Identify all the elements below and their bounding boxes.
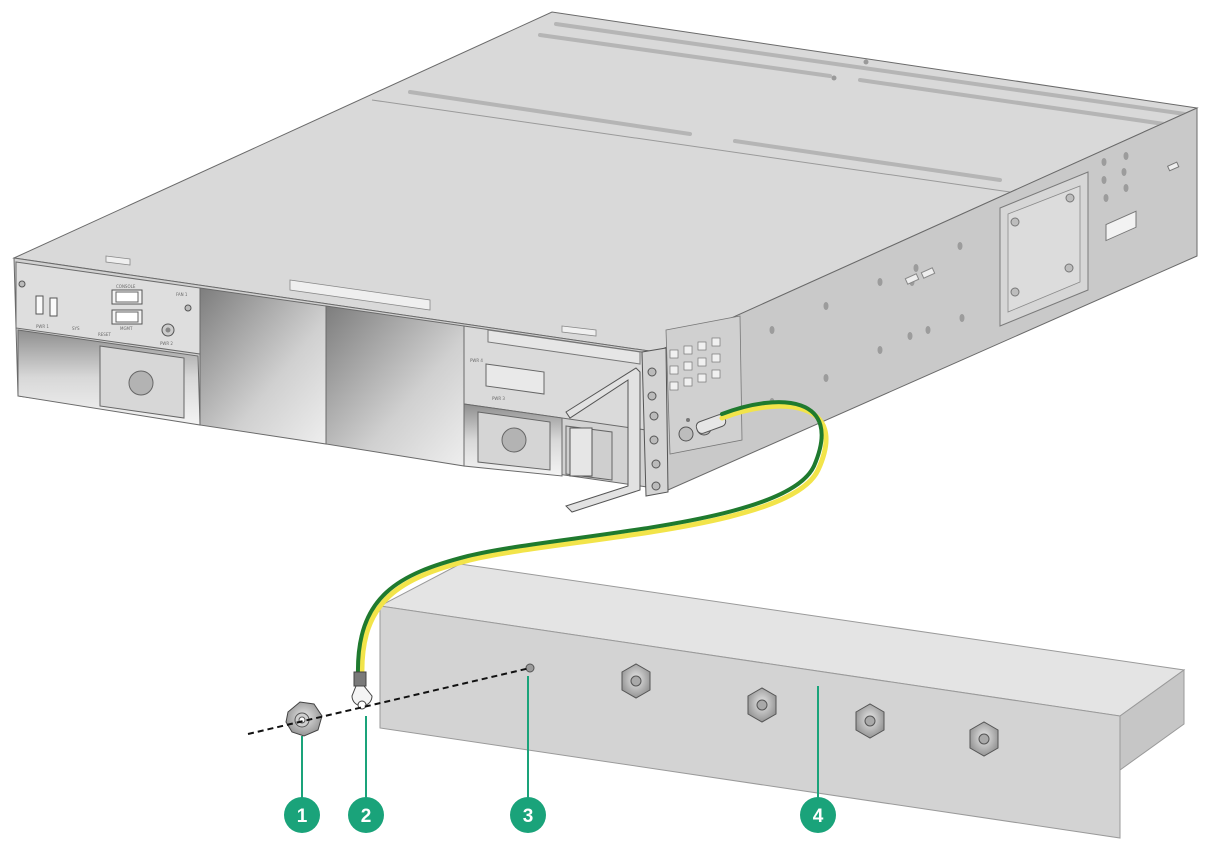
pwr-slot-4-label: PWR 4 xyxy=(470,358,483,363)
callout-1-number: 1 xyxy=(297,806,308,827)
mgmt-port-label: MGMT xyxy=(120,326,133,331)
callout-2: 2 xyxy=(348,797,384,833)
strip-bolt xyxy=(855,703,885,739)
strip-bolt xyxy=(747,687,777,723)
fan-slot-label: FAN 1 xyxy=(176,292,188,297)
console-port-label: CONSOLE xyxy=(116,284,136,289)
reset-label: RESET xyxy=(98,332,111,337)
switch-chassis: CONSOLE MGMT SYS RESET PWR 2 PWR 1 FAN 1… xyxy=(12,11,1199,513)
strip-end-face xyxy=(1119,669,1185,771)
grounding-strip xyxy=(378,563,1186,839)
sys-led-label: SYS xyxy=(72,326,80,331)
empty-slot-2 xyxy=(199,287,327,445)
pwr-slot-3-label: PWR 3 xyxy=(492,396,505,401)
hex-nut xyxy=(285,701,323,737)
chassis-handle xyxy=(565,367,641,513)
chassis-grounding-point xyxy=(678,414,727,442)
rack-ear xyxy=(641,347,669,497)
strip-bolt xyxy=(969,721,999,757)
alignment-line xyxy=(247,667,531,735)
callout-3: 3 xyxy=(510,797,546,833)
empty-slot-3 xyxy=(325,305,465,467)
pwr-slot-1-label: PWR 1 xyxy=(36,324,49,329)
ring-terminal-icon xyxy=(351,685,373,710)
callout-4-number: 4 xyxy=(813,806,824,827)
strip-front-face xyxy=(379,605,1121,839)
grounding-cable xyxy=(351,400,829,710)
callout-4: 4 xyxy=(800,797,836,833)
callout-2-number: 2 xyxy=(361,806,372,827)
callout-3-number: 3 xyxy=(523,806,534,827)
callout-1: 1 xyxy=(284,797,320,833)
strip-bolt xyxy=(621,663,651,699)
pwr-slot-2-label: PWR 2 xyxy=(160,341,173,346)
